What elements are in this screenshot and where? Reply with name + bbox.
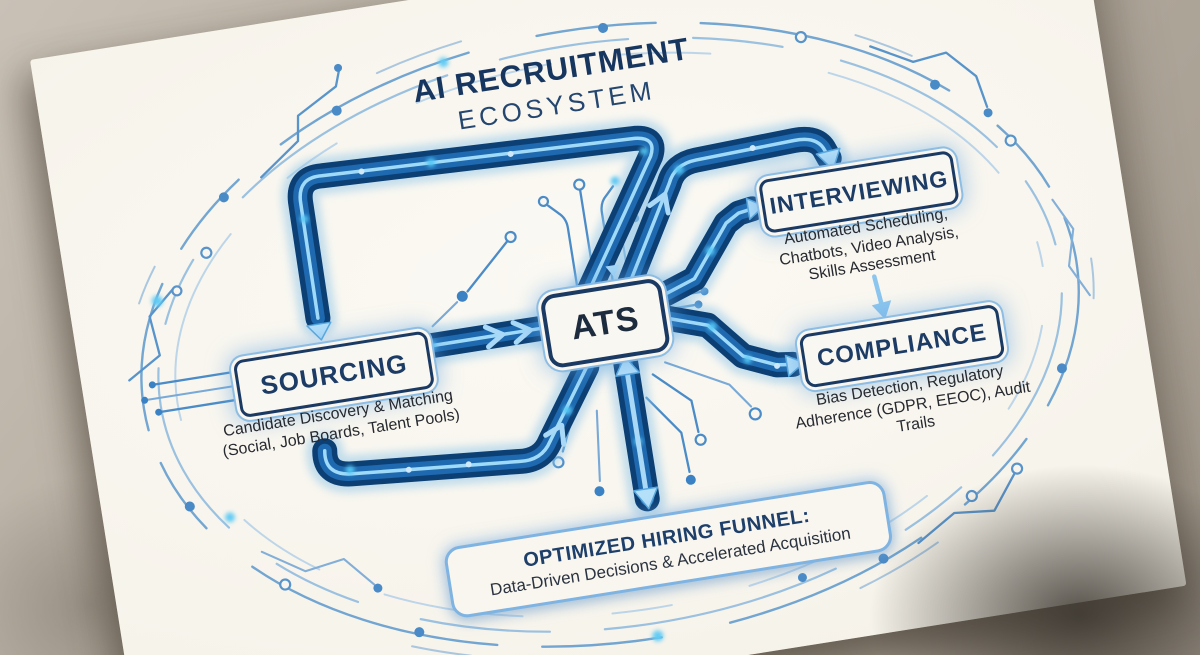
arrow-down-icon (605, 264, 620, 278)
circuit-board-artwork (125, 8, 1095, 655)
arrow-down-icon (815, 147, 841, 171)
arrow-up-icon (614, 355, 641, 378)
arrow-down-icon (633, 486, 659, 510)
flow-pipes (282, 96, 878, 548)
arrow-right-icon (784, 354, 805, 377)
diagram-card: AI RECRUITMENT ECOSYSTEM ATS SOURCING Ca… (30, 0, 1187, 655)
arrow-down-icon (306, 321, 332, 341)
interviewing-to-compliance-arrow (871, 274, 892, 320)
pipe-glow-nodes (300, 147, 752, 475)
outer-circuit-ring (125, 8, 1095, 655)
node-ats-label: ATS (568, 298, 642, 347)
arrow-right-icon (745, 197, 765, 221)
node-sourcing-label: SOURCING (258, 347, 410, 401)
flow-arrows (306, 147, 892, 510)
arrow-down-icon (871, 300, 892, 320)
